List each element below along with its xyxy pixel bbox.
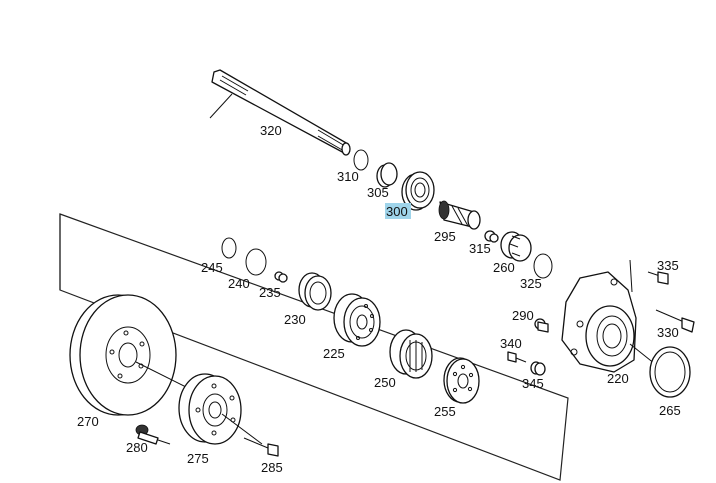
label-315: 315	[469, 241, 491, 256]
part-280-bolt[interactable]	[135, 424, 171, 445]
part-275-hub-flange[interactable]	[178, 373, 263, 445]
label-310: 310	[337, 169, 359, 184]
label-345: 345	[522, 376, 544, 391]
label-335: 335	[657, 258, 679, 273]
part-245-snap-ring[interactable]	[221, 237, 237, 259]
label-300: 300	[386, 204, 408, 219]
part-305-spacer[interactable]	[376, 162, 398, 188]
label-330: 330	[657, 325, 679, 340]
label-305: 305	[367, 185, 389, 200]
part-295-gear[interactable]	[438, 200, 481, 230]
label-235: 235	[259, 285, 281, 300]
label-295: 295	[434, 229, 456, 244]
part-240-ring[interactable]	[245, 248, 267, 276]
label-290: 290	[512, 308, 534, 323]
label-245: 245	[201, 260, 223, 275]
part-250-roller-bearing[interactable]	[389, 329, 433, 379]
label-285: 285	[261, 460, 283, 475]
part-220-housing[interactable]	[561, 271, 661, 373]
label-275: 275	[187, 451, 209, 466]
label-250: 250	[374, 375, 396, 390]
part-285-bolt[interactable]	[243, 437, 279, 457]
label-270: 270	[77, 414, 99, 429]
part-315-pin[interactable]	[484, 230, 499, 243]
label-280: 280	[126, 440, 148, 455]
part-330-bolt[interactable]	[655, 309, 695, 333]
label-325: 325	[520, 276, 542, 291]
part-235-pin[interactable]	[274, 271, 288, 283]
label-260: 260	[493, 260, 515, 275]
label-225: 225	[323, 346, 345, 361]
label-240: 240	[228, 276, 250, 291]
part-260-needle-bearing[interactable]	[500, 231, 532, 262]
part-300-bearing[interactable]	[401, 171, 435, 211]
label-320: 320	[260, 123, 282, 138]
label-265: 265	[659, 403, 681, 418]
part-335-bolt[interactable]	[629, 259, 669, 293]
part-255-plate[interactable]	[443, 357, 480, 404]
part-290-plug[interactable]	[534, 318, 549, 333]
label-220: 220	[607, 371, 629, 386]
part-340-bolt[interactable]	[507, 351, 527, 363]
part-310-snap-ring[interactable]	[353, 149, 369, 171]
highlight-box-300	[385, 203, 411, 219]
label-230: 230	[284, 312, 306, 327]
part-345-nut[interactable]	[530, 361, 546, 376]
part-270-flange-disc[interactable]	[69, 294, 201, 416]
part-265-seal[interactable]	[649, 346, 691, 398]
part-325-ring[interactable]	[533, 253, 553, 279]
part-320-shaft[interactable]	[209, 69, 351, 156]
label-340: 340	[500, 336, 522, 351]
part-225-drum[interactable]	[333, 293, 381, 347]
label-255: 255	[434, 404, 456, 419]
part-230-bearing[interactable]	[298, 272, 332, 311]
